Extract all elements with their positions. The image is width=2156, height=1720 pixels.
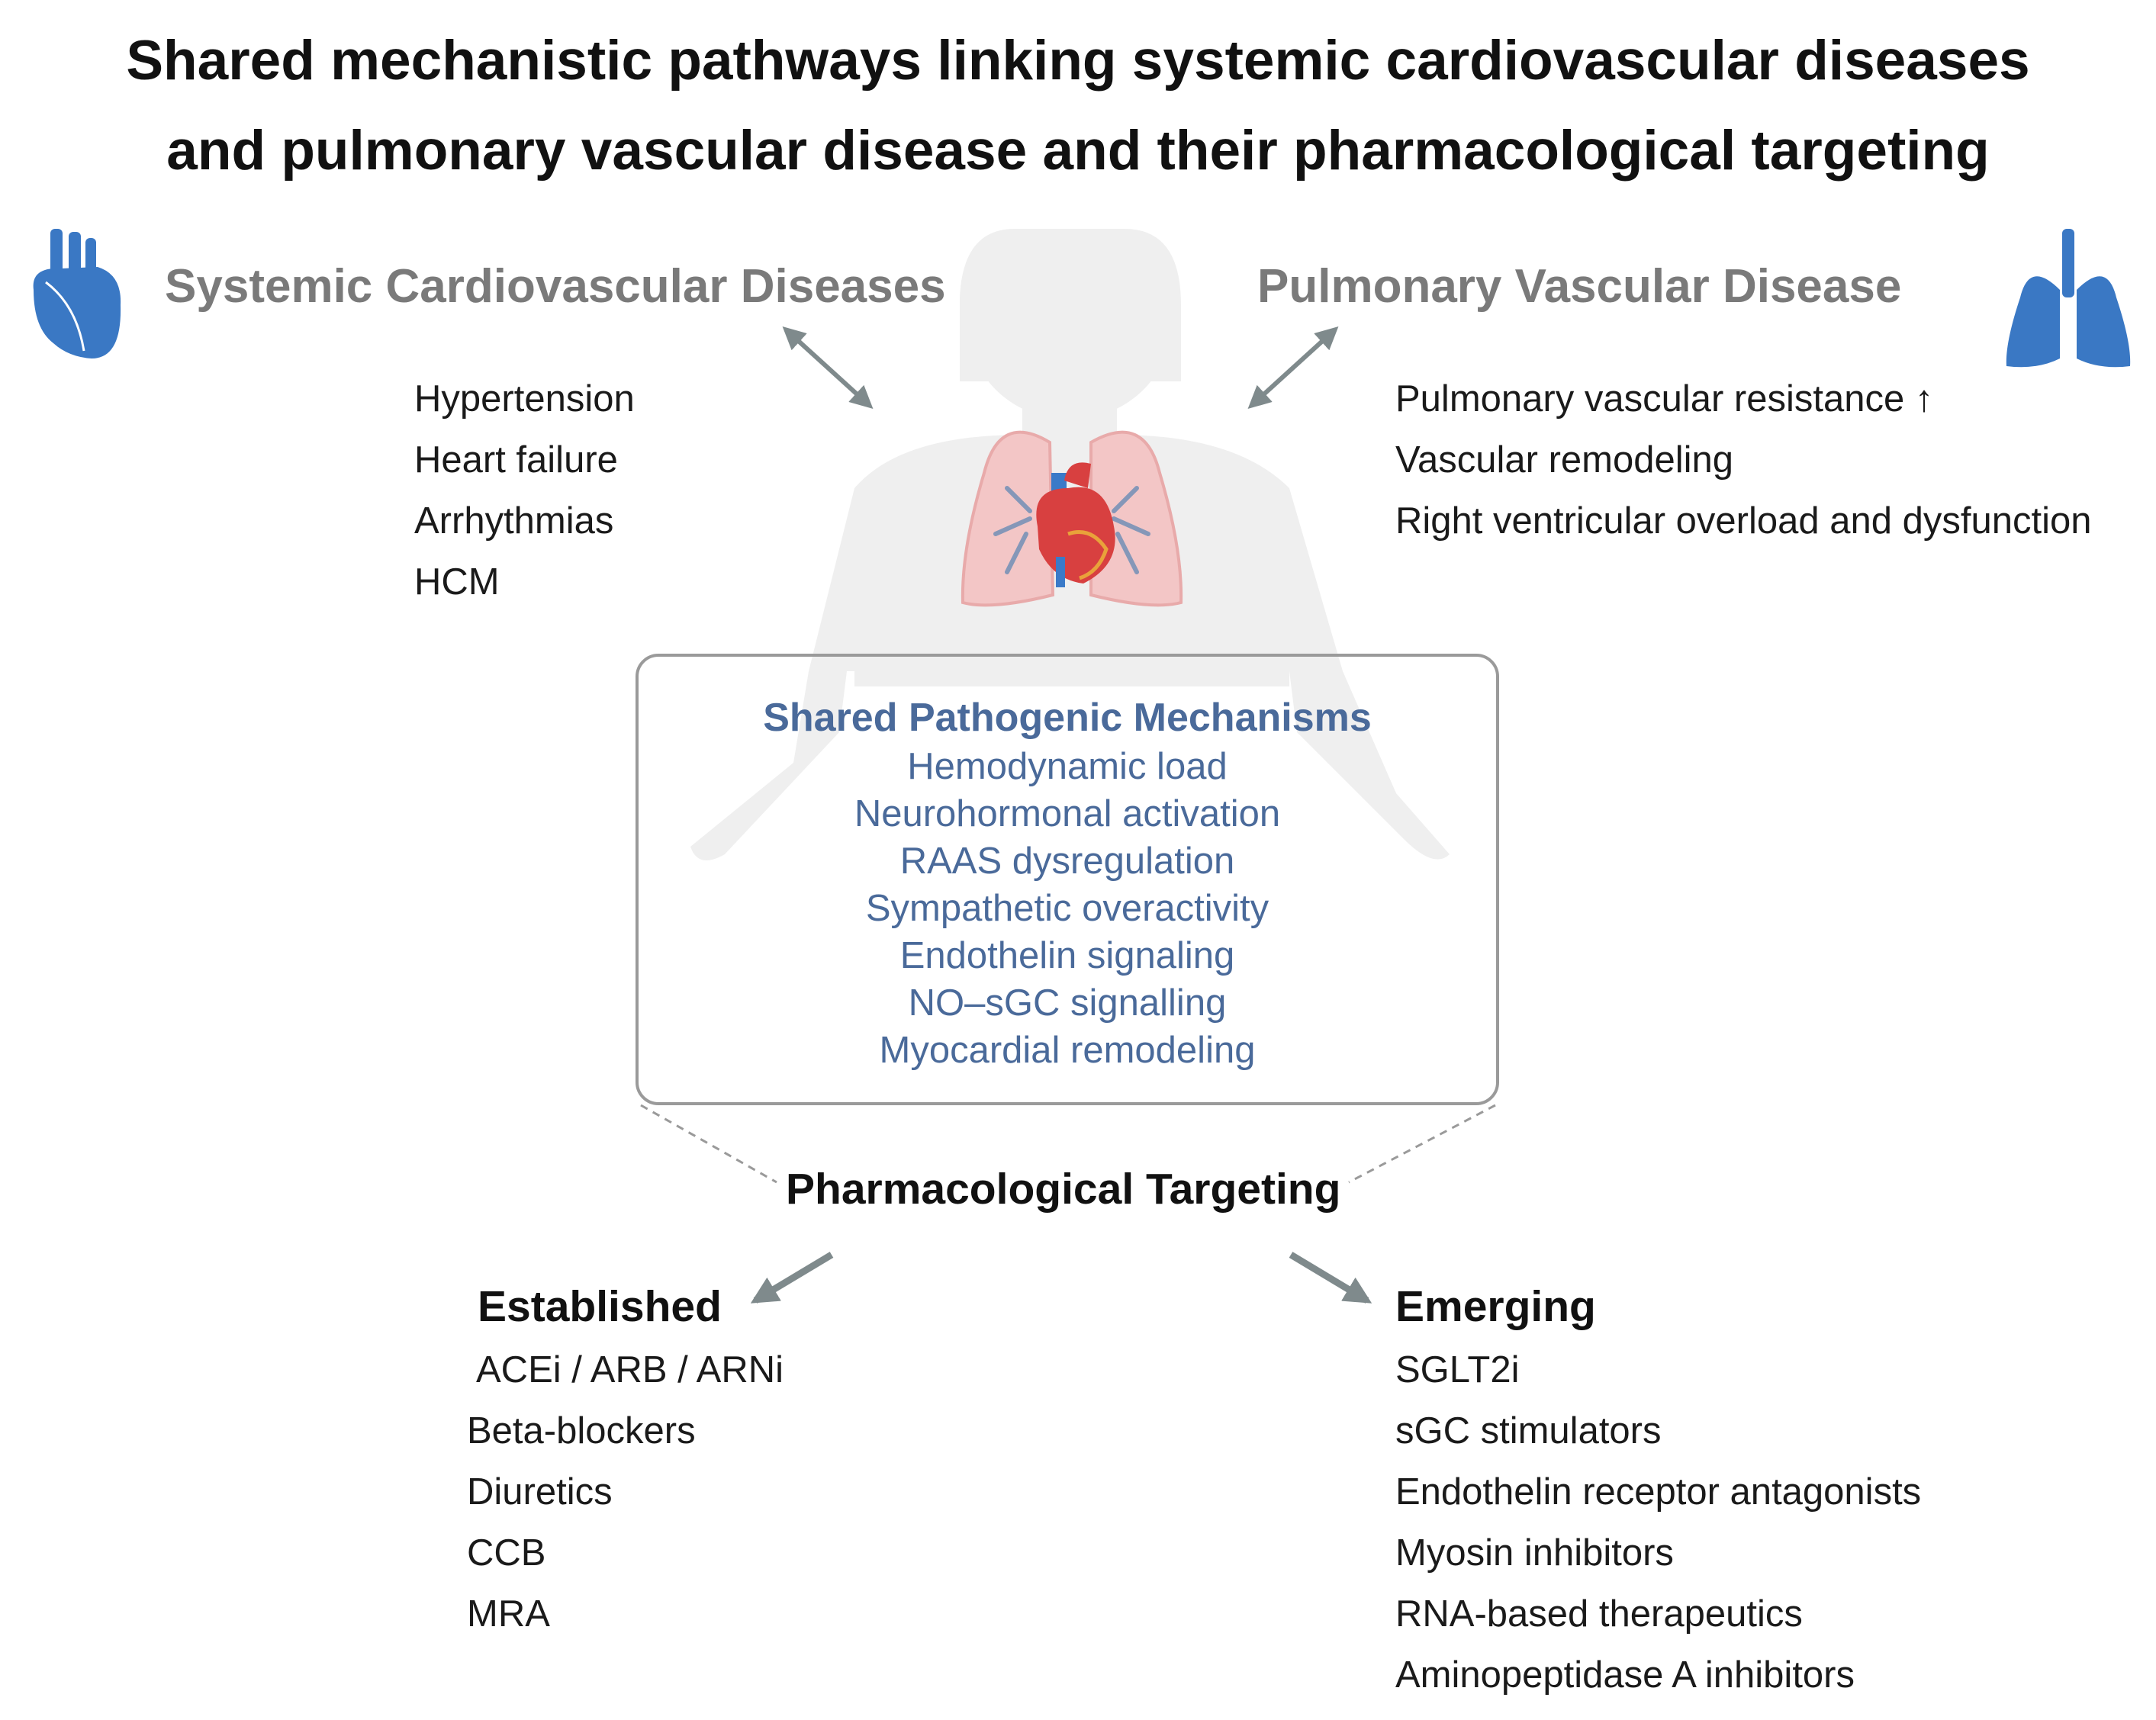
targeting-arrows <box>750 1252 1372 1304</box>
mechanism-item: Hemodynamic load <box>907 746 1228 787</box>
systemic-heading: Systemic Cardiovascular Diseases <box>165 260 946 313</box>
heart-icon <box>33 229 121 358</box>
mechanism-item: Myocardial remodeling <box>879 1030 1256 1071</box>
pulmonary-list: Pulmonary vascular resistance ↑ Vascular… <box>1395 368 2091 551</box>
targeting-title: Pharmacological Targeting <box>786 1165 1341 1214</box>
mechanism-item: NO–sGC signalling <box>908 982 1227 1024</box>
list-item: Aminopeptidase A inhibitors <box>1395 1654 1855 1696</box>
established-heading: Established <box>478 1282 722 1331</box>
list-item: HCM <box>414 561 500 603</box>
list-item: RNA-based therapeutics <box>1395 1593 1803 1635</box>
list-item: Diuretics <box>467 1471 613 1513</box>
list-item: Beta-blockers <box>467 1410 696 1452</box>
list-item: SGLT2i <box>1395 1349 1520 1390</box>
disease-arrows <box>782 326 1339 410</box>
mechanism-item: Sympathetic overactivity <box>865 888 1269 929</box>
lungs-illustration <box>961 430 1183 607</box>
list-item: Right ventricular overload and dysfuncti… <box>1395 500 2092 542</box>
dashed-connectors <box>640 1104 1496 1184</box>
list-item: Arrhythmias <box>414 500 614 542</box>
mechanism-item: RAAS dysregulation <box>899 841 1235 882</box>
emerging-heading: Emerging <box>1395 1282 1596 1331</box>
title-line-2: and pulmonary vascular disease and their… <box>166 120 1990 182</box>
systemic-list: Hypertension Heart failure Arrhythmias H… <box>414 368 635 612</box>
mechanisms-title: Shared Pathogenic Mechanisms <box>763 696 1372 740</box>
established-list: ACEi / ARB / ARNi Beta-blockers Diuretic… <box>467 1339 784 1644</box>
shared-mechanisms-box: Shared Pathogenic Mechanisms Hemodynamic… <box>636 654 1499 1105</box>
title-line-1: Shared mechanistic pathways linking syst… <box>126 30 2030 92</box>
list-item: Hypertension <box>414 378 635 420</box>
list-item: CCB <box>467 1532 546 1574</box>
lungs-icon <box>2006 229 2131 368</box>
list-item: Endothelin receptor antagonists <box>1395 1471 1922 1513</box>
list-item: sGC stimulators <box>1395 1410 1662 1452</box>
list-item: Vascular remodeling <box>1395 439 1734 481</box>
list-item: Myosin inhibitors <box>1395 1532 1674 1574</box>
list-item: Heart failure <box>414 439 618 481</box>
heart-illustration <box>1036 462 1115 587</box>
mechanism-item: Neurohormonal activation <box>854 793 1281 834</box>
list-item: Pulmonary vascular resistance ↑ <box>1395 378 1934 420</box>
pulmonary-heading: Pulmonary Vascular Disease <box>1257 260 1902 313</box>
list-item: ACEi / ARB / ARNi <box>476 1349 784 1390</box>
mechanism-item: Endothelin signaling <box>899 935 1235 976</box>
emerging-list: SGLT2i sGC stimulators Endothelin recept… <box>1395 1339 1921 1706</box>
list-item: MRA <box>467 1593 550 1635</box>
